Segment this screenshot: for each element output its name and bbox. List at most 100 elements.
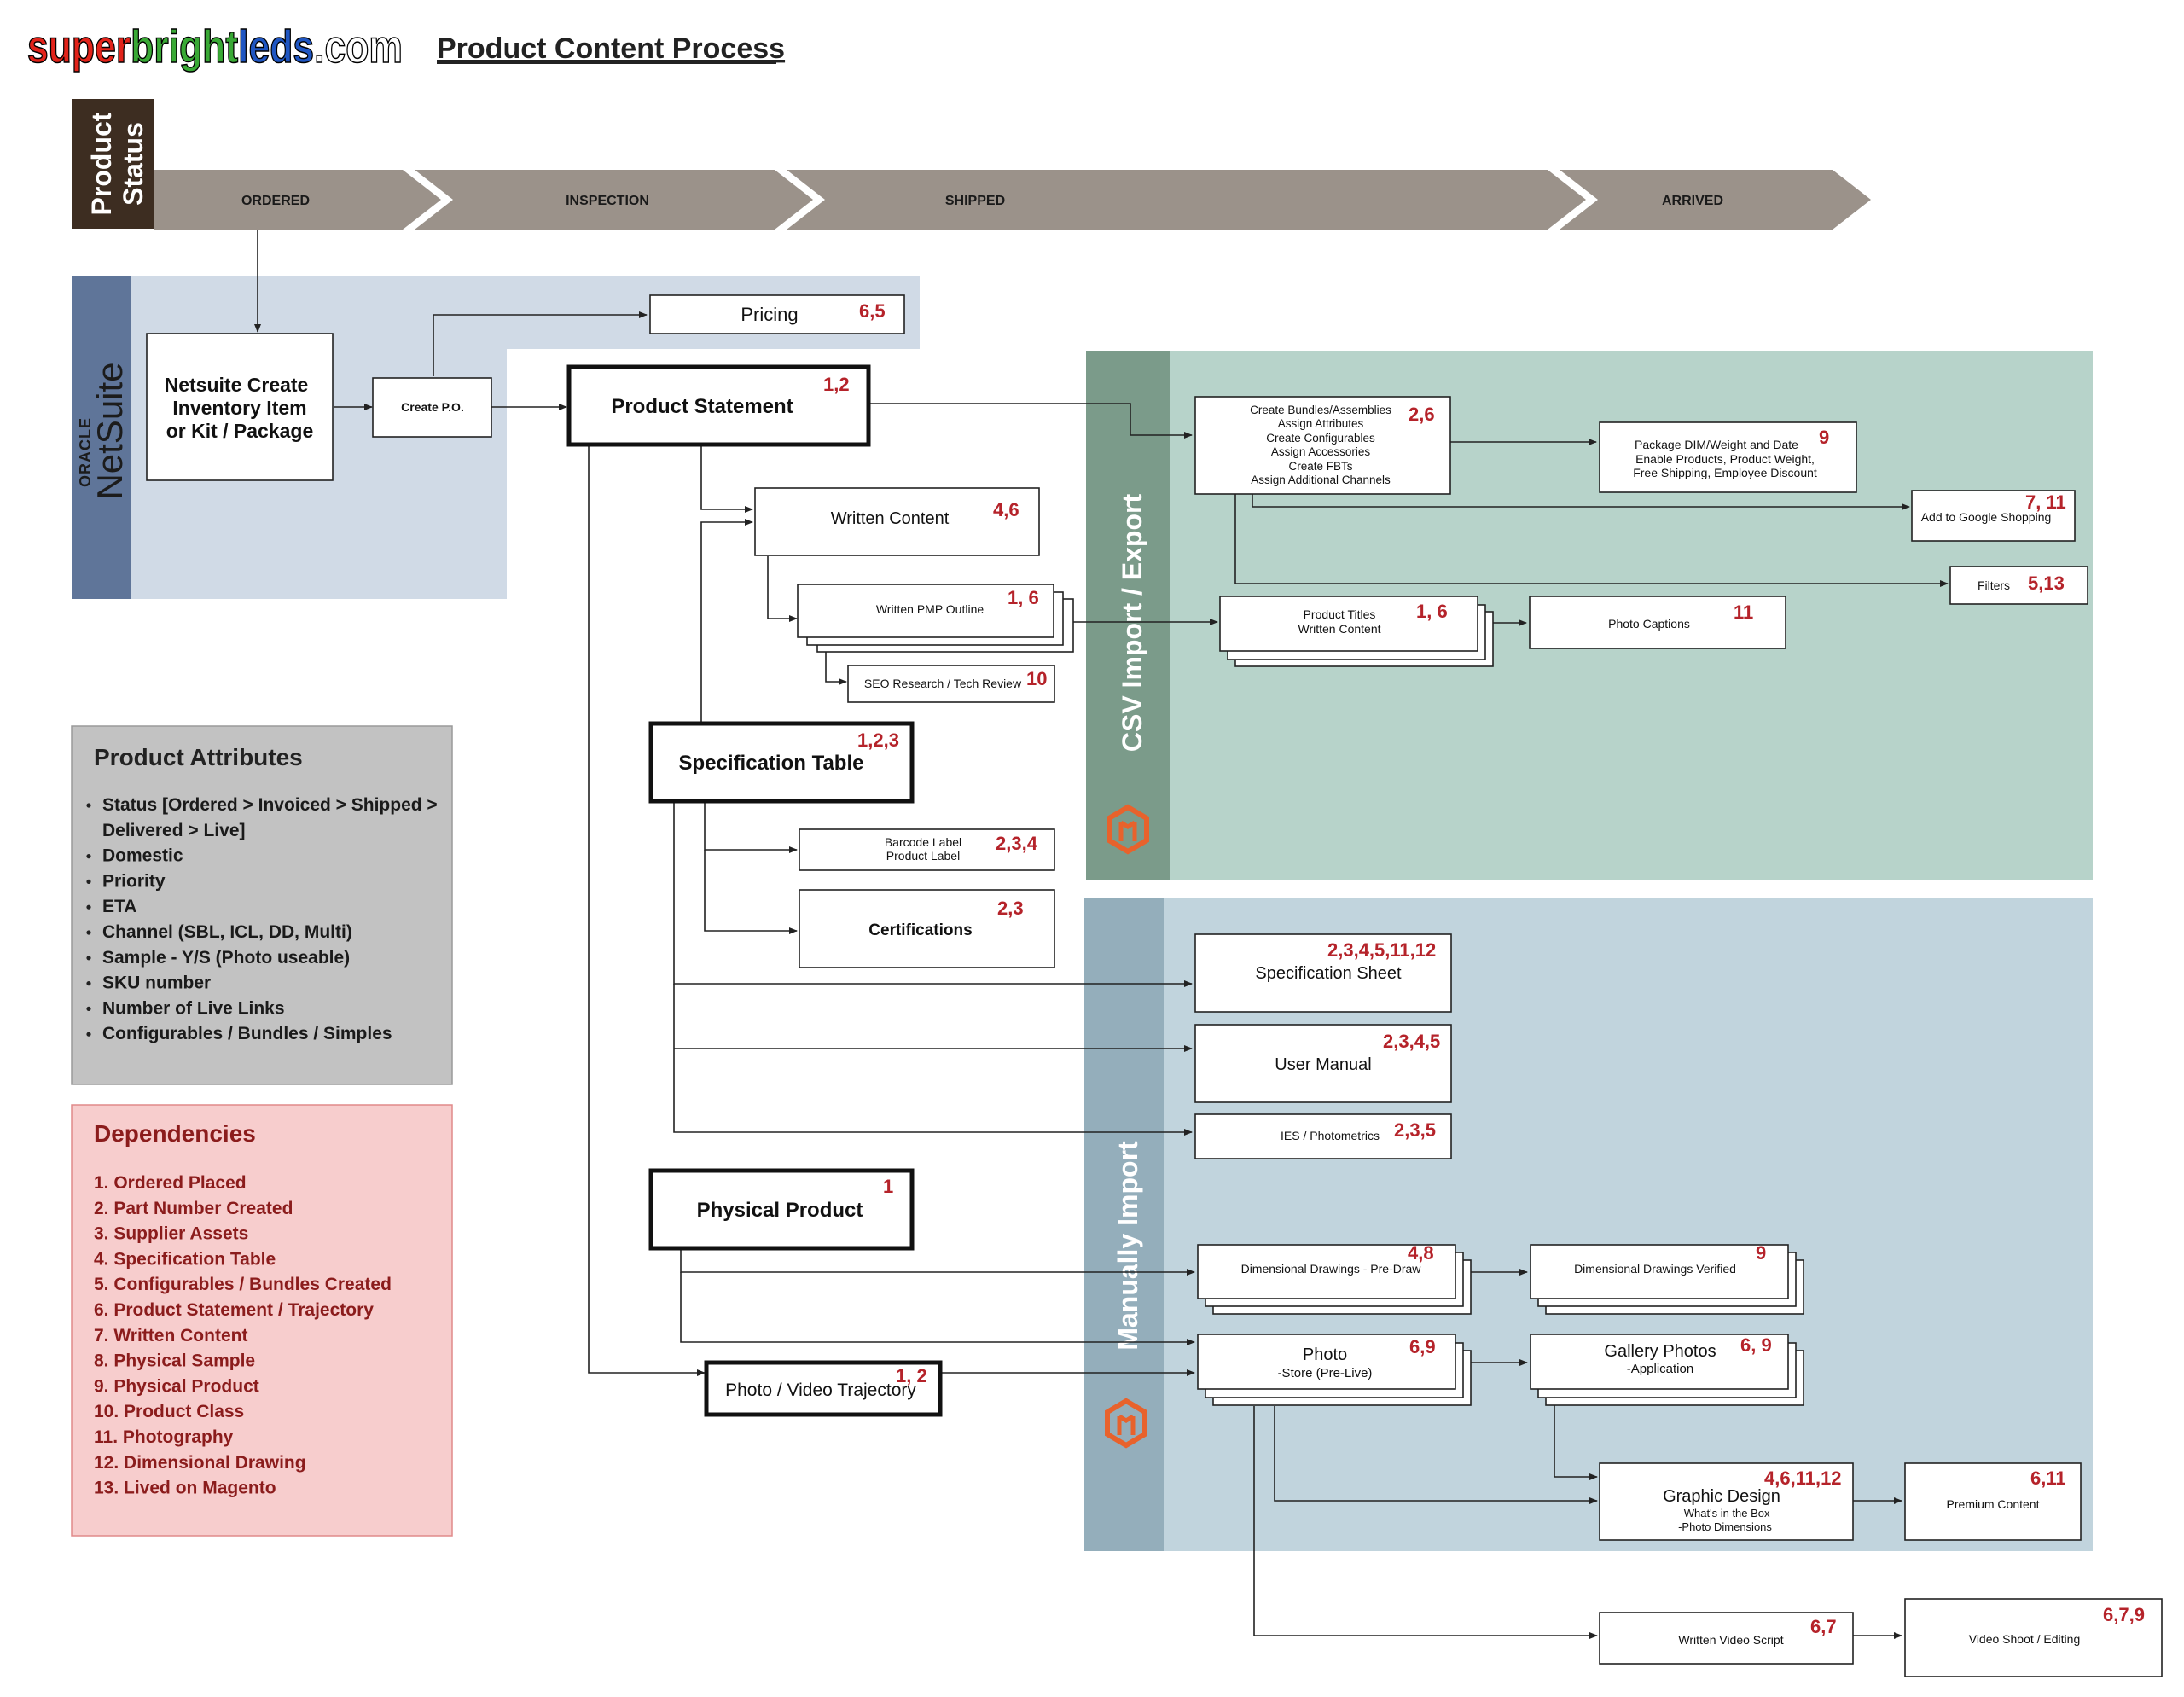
node-netsuite-create: Netsuite Create Inventory Item or Kit / … [146, 333, 334, 481]
node-seo-deps: 10 [1026, 668, 1047, 689]
node-spec-table-label: Specification Table [679, 752, 864, 775]
node-photo-captions-label: Photo Captions [1608, 617, 1690, 631]
node-filters-deps: 5,13 [2028, 572, 2065, 594]
node-bundles-line2: Assign Attributes [1278, 417, 1364, 430]
node-product-titles: Product Titles Written Content 1, 6 [1219, 596, 1494, 667]
node-bundles-line1: Create Bundles/Assemblies [1250, 404, 1391, 416]
node-barcode: Barcode Label Product Label 2,3,4 [799, 828, 1055, 871]
node-certifications: Certifications 2,3 [799, 889, 1055, 968]
attributes-panel: Product Attributes Status [Ordered > Inv… [71, 725, 453, 1085]
node-seo: SEO Research / Tech Review 10 [847, 665, 1055, 703]
node-physical-product: Physical Product 1 [648, 1168, 915, 1251]
dependency-item: 3. Supplier Assets [94, 1224, 248, 1244]
attributes-title: Product Attributes [94, 744, 303, 770]
node-ies-deps: 2,3,5 [1394, 1119, 1436, 1141]
node-video-shoot-deps: 6,7,9 [2103, 1604, 2145, 1625]
node-premium: Premium Content 6,11 [1904, 1462, 2082, 1541]
status-label-inspection: INSPECTION [566, 194, 649, 208]
magento-logo-icon [1107, 804, 1149, 855]
node-written-content-deps: 4,6 [993, 499, 1019, 520]
node-barcode-line1: Barcode Label [885, 835, 961, 849]
node-graphic-design: Graphic Design -What's in the Box -Photo… [1599, 1462, 1854, 1541]
node-dim-verified-deps: 9 [1756, 1242, 1766, 1264]
node-create-po: Create P.O. [372, 377, 492, 438]
node-premium-deps: 6,11 [2030, 1467, 2066, 1489]
attribute-item: Sample - Y/S (Photo useable) [102, 948, 350, 968]
node-pricing: Pricing 6,5 [649, 294, 905, 334]
status-title-line1: Product [86, 112, 117, 215]
status-title-line2: Status [118, 122, 148, 206]
status-label-shipped: SHIPPED [945, 194, 1005, 208]
node-bundles-line3: Create Configurables [1266, 432, 1375, 445]
logo: superbrightleds.com [27, 21, 403, 73]
node-create-po-label: Create P.O. [401, 400, 464, 414]
node-physical-product-label: Physical Product [697, 1199, 863, 1222]
node-pmp-outline-label: Written PMP Outline [876, 602, 985, 616]
node-filters: Filters 5,13 [1949, 566, 2088, 605]
node-photo-captions: Photo Captions 11 [1529, 596, 1786, 649]
dependency-item: 6. Product Statement / Trajectory [94, 1300, 374, 1320]
attribute-item: Domestic [102, 846, 183, 866]
status-stage-ordered [154, 170, 441, 230]
node-package-dim-deps: 9 [1819, 427, 1829, 448]
attribute-item: Priority [102, 871, 166, 891]
dependency-item: 2. Part Number Created [94, 1199, 293, 1218]
status-stage-shipped [787, 170, 1586, 230]
node-product-titles-deps: 1, 6 [1416, 601, 1448, 622]
node-graphic-design-sub1: -What's in the Box [1680, 1507, 1770, 1520]
node-user-manual-deps: 2,3,4,5 [1383, 1031, 1440, 1052]
node-premium-label: Premium Content [1947, 1497, 2040, 1511]
node-dim-predraw-deps: 4,8 [1408, 1242, 1434, 1264]
node-barcode-line2: Product Label [886, 849, 960, 863]
node-seo-label: SEO Research / Tech Review [864, 677, 1022, 690]
node-pricing-deps: 6,5 [859, 300, 886, 322]
node-photo-sub: -Store (Pre-Live) [1278, 1366, 1373, 1380]
node-video-shoot-label: Video Shoot / Editing [1969, 1632, 2081, 1646]
node-photo-video-trajectory: Photo / Video Trajectory 1, 2 [704, 1360, 943, 1417]
node-spec-table-deps: 1,2,3 [857, 729, 899, 751]
netsuite-oracle-label: ORACLE [77, 417, 94, 487]
node-ies-label: IES / Photometrics [1281, 1129, 1380, 1142]
attribute-item: ETA [102, 897, 136, 916]
node-product-statement: Product Statement 1,2 [566, 364, 871, 447]
node-video-shoot: Video Shoot / Editing 6,7,9 [1904, 1598, 2163, 1677]
attribute-bullet [86, 981, 91, 986]
node-written-content: Written Content 4,6 [754, 487, 1040, 556]
node-photo-video-trajectory-deps: 1, 2 [896, 1365, 927, 1386]
node-graphic-design-sub2: -Photo Dimensions [1678, 1520, 1772, 1533]
node-pricing-label: Pricing [741, 304, 798, 325]
dependency-item: 10. Product Class [94, 1402, 244, 1421]
node-certifications-deps: 2,3 [997, 898, 1024, 919]
node-filters-label: Filters [1978, 578, 2010, 592]
logo-part-super: super [27, 21, 131, 73]
node-dim-predraw: Dimensional Drawings - Pre-Draw 4,8 [1197, 1242, 1472, 1315]
node-ies: IES / Photometrics 2,3,5 [1194, 1113, 1452, 1159]
dependency-item: 8. Physical Sample [94, 1351, 255, 1371]
node-bundles-line5: Create FBTs [1288, 460, 1352, 473]
attribute-bullet [86, 1006, 91, 1011]
node-google-shopping-deps: 7, 11 [2025, 491, 2066, 513]
node-package-dim-line2: Enable Products, Product Weight, [1635, 452, 1815, 466]
node-certifications-label: Certifications [868, 921, 972, 939]
dependencies-title: Dependencies [94, 1120, 256, 1147]
node-bundles: Create Bundles/Assemblies Assign Attribu… [1194, 396, 1451, 495]
node-product-titles-line2: Written Content [1298, 622, 1380, 636]
node-spec-sheet-deps: 2,3,4,5,11,12 [1327, 939, 1436, 961]
node-product-statement-label: Product Statement [611, 395, 793, 418]
node-user-manual: User Manual 2,3,4,5 [1194, 1024, 1452, 1103]
attribute-item: Channel (SBL, ICL, DD, Multi) [102, 922, 352, 942]
attribute-item: Configurables / Bundles / Simples [102, 1024, 392, 1043]
node-pmp-outline: Written PMP Outline 1, 6 [797, 584, 1074, 653]
status-title-block [72, 99, 154, 229]
node-photo-deps: 6,9 [1409, 1336, 1436, 1357]
attribute-bullet [86, 930, 91, 935]
node-gallery-label: Gallery Photos [1604, 1342, 1716, 1361]
dependency-item: 11. Photography [94, 1427, 234, 1447]
status-label-arrived: ARRIVED [1662, 194, 1723, 208]
node-video-script-deps: 6,7 [1810, 1616, 1837, 1637]
node-photo: Photo -Store (Pre-Live) 6,9 [1197, 1334, 1472, 1406]
dependency-item: 13. Lived on Magento [94, 1479, 276, 1498]
node-package-dim-line3: Free Shipping, Employee Discount [1633, 466, 1817, 479]
attribute-bullet [86, 1032, 91, 1037]
